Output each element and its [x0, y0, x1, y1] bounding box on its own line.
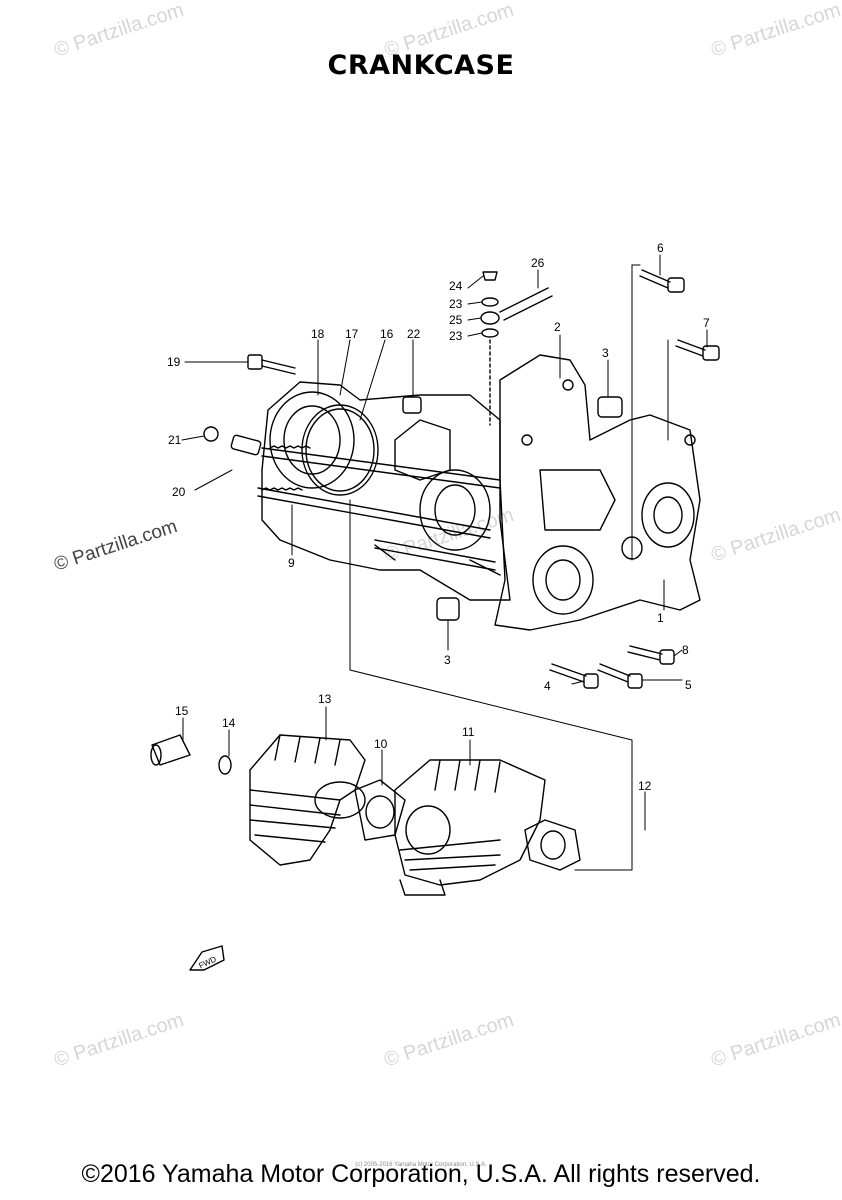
- small-copyright-text: (c) 2005-2016 Yamaha Motor Corporation, …: [355, 1162, 487, 1168]
- callout-17: 17: [345, 327, 359, 341]
- callout-7: 7: [703, 316, 710, 330]
- callout-14: 14: [222, 716, 236, 730]
- callout-11: 11: [462, 725, 475, 739]
- o-ring: [301, 404, 379, 496]
- callout-16: 16: [380, 327, 394, 341]
- bolt: [549, 663, 599, 689]
- callout-25: 25: [449, 313, 463, 327]
- bolt: [675, 339, 720, 361]
- callout-22: 22: [407, 327, 421, 341]
- callout-10: 10: [374, 737, 388, 751]
- breather-fitting: [480, 271, 553, 426]
- cylinder-left: [249, 734, 366, 866]
- callout-6: 6: [657, 241, 664, 255]
- callout-2: 2: [554, 320, 561, 334]
- callout-26: 26: [531, 256, 545, 270]
- plug: [230, 434, 262, 456]
- callout-23: 23: [449, 329, 463, 343]
- page-title: CRANKCASE: [327, 50, 515, 81]
- circlip: [203, 426, 219, 442]
- callout-15: 15: [175, 704, 189, 718]
- dowel-pin: [436, 597, 460, 621]
- cylinder-right: [394, 759, 546, 896]
- exhaust-gasket: [524, 819, 581, 871]
- callout-5: 5: [685, 678, 692, 692]
- long-studs: [257, 445, 501, 571]
- callout-3: 3: [444, 653, 451, 667]
- fwd-arrow-icon: [189, 945, 225, 971]
- callout-1: 1: [657, 611, 664, 625]
- crankcase-right-half: [494, 354, 701, 631]
- dowel-pin: [597, 396, 623, 418]
- callout-3: 3: [602, 346, 609, 360]
- callout-19: 19: [167, 355, 181, 369]
- leader-lines: [181, 254, 708, 871]
- callout-9: 9: [288, 556, 295, 570]
- cylinder-gasket: [354, 779, 406, 841]
- callout-20: 20: [172, 485, 186, 499]
- callout-4: 4: [544, 679, 551, 693]
- bolt: [597, 663, 643, 689]
- copyright-footer: ©2016 Yamaha Motor Corporation, U.S.A. A…: [81, 1160, 761, 1188]
- bolt: [627, 645, 675, 665]
- callout-12: 12: [638, 779, 652, 793]
- callout-21: 21: [168, 433, 182, 447]
- callout-18: 18: [311, 327, 325, 341]
- crankcase-left-half: [261, 381, 511, 601]
- bolt: [247, 354, 296, 375]
- bolt: [639, 269, 685, 293]
- callout-24: 24: [449, 279, 463, 293]
- callout-23: 23: [449, 297, 463, 311]
- callout-13: 13: [318, 692, 332, 706]
- dowel-pin: [402, 396, 422, 414]
- callout-8: 8: [682, 643, 689, 657]
- plug-cap: [150, 734, 191, 766]
- washer: [218, 755, 232, 775]
